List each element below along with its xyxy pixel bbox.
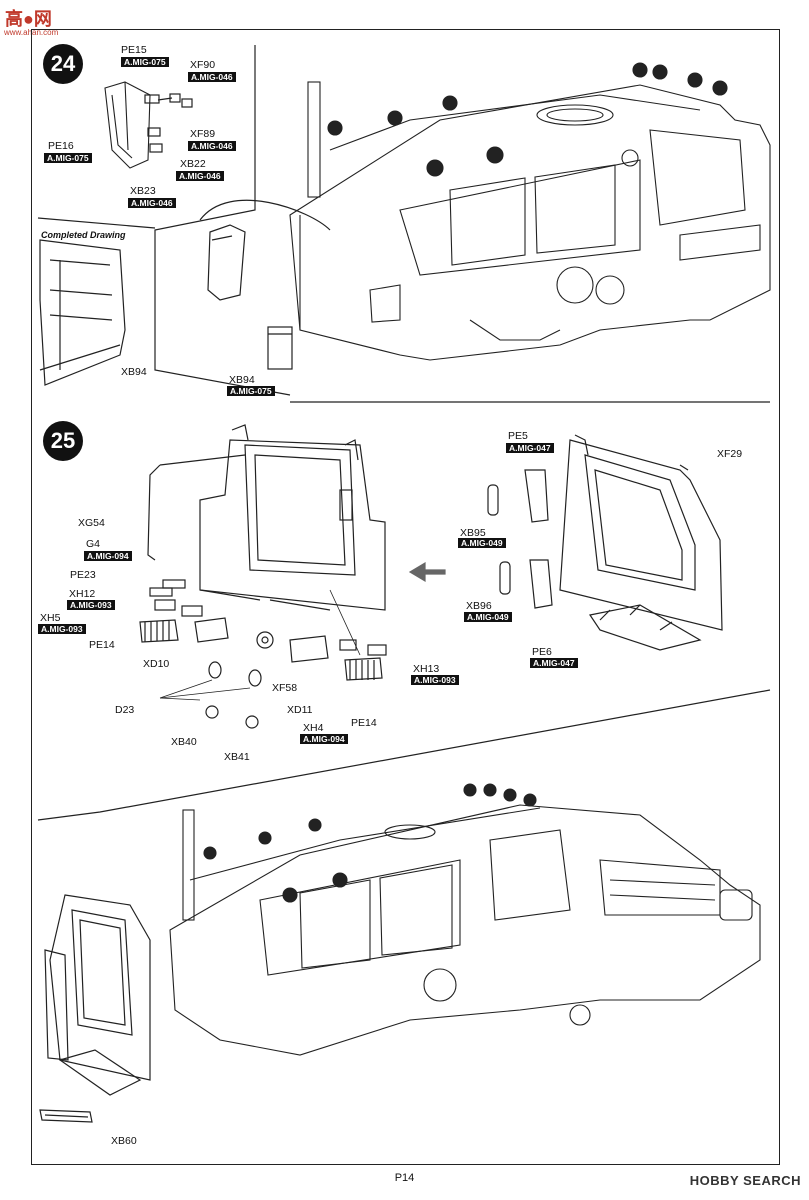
label-xb23: XB23 [130,185,156,197]
label-xd11: XD11 [287,704,313,716]
completed-drawing-border [37,217,156,229]
step-25-badge: 25 [43,421,83,461]
door-frame-main [199,424,386,611]
step24-panel-border [154,45,291,396]
label-xf58: XF58 [272,682,298,694]
code-xf90: A.MIG-046 [188,72,236,82]
label-pe14-left: PE14 [89,639,115,651]
code-xh5: A.MIG-093 [38,624,86,634]
label-d23: D23 [115,704,135,716]
label-pe14-right: PE14 [351,717,377,729]
label-pe15: PE15 [121,44,147,56]
page-number: P14 [394,1172,415,1184]
completed-drawing-caption: Completed Drawing [41,230,126,240]
label-xb40: XB40 [171,736,197,748]
code-xb96: A.MIG-049 [464,612,512,622]
label-xb95: XB95 [460,527,486,539]
code-xb23: A.MIG-046 [128,198,176,208]
label-xg54: XG54 [78,517,105,529]
code-xf89: A.MIG-046 [188,141,236,151]
brand-watermark: HOBBY SEARCH [689,1173,801,1188]
label-xd10: XD10 [143,658,170,670]
code-pe16: A.MIG-075 [44,153,92,163]
xb94-part [199,199,331,370]
code-pe6: A.MIG-047 [530,658,578,668]
label-xf89: XF89 [190,128,216,140]
step25-panel-bottom [37,689,771,821]
code-g4: A.MIG-094 [84,551,132,561]
code-xb94: A.MIG-075 [227,386,275,396]
code-xh13: A.MIG-093 [411,675,459,685]
vehicle-body-top [289,62,771,361]
label-xh4: XH4 [303,722,324,734]
label-g4: G4 [86,538,101,550]
code-xb22: A.MIG-046 [176,171,224,181]
label-pe23: PE23 [70,569,96,581]
xg54-rod [147,464,161,561]
pe15-bracket [104,81,151,169]
code-pe15: A.MIG-075 [121,57,169,67]
label-xb94-left: XB94 [121,366,147,378]
step25-small-parts [139,579,387,729]
code-xh12: A.MIG-093 [67,600,115,610]
label-xh5: XH5 [40,612,61,624]
leader-lines-25 [159,589,361,701]
door-bottom-left [39,894,151,1123]
label-xh13: XH13 [413,663,440,675]
label-pe16: PE16 [48,140,74,152]
label-xf29: XF29 [717,448,743,460]
completed-drawing-detail [39,239,126,386]
label-xb96: XB96 [466,600,492,612]
door-right-xf29 [559,434,723,651]
code-xh4: A.MIG-094 [300,734,348,744]
pe5-pe6-parts [487,469,553,609]
label-xf90: XF90 [190,59,216,71]
label-xb22: XB22 [180,158,206,170]
page-frame [31,29,780,1165]
step-24-badge: 24 [43,44,83,84]
code-pe5: A.MIG-047 [506,443,554,453]
label-xb94: XB94 [229,374,255,386]
label-xb41: XB41 [224,751,250,763]
label-xh12: XH12 [69,588,96,600]
small-parts-24 [144,93,193,153]
direction-arrow [408,561,446,583]
label-pe5: PE5 [508,430,528,442]
label-xb60: XB60 [111,1135,137,1147]
watermark-logo: 高●网 [5,9,52,29]
label-pe6: PE6 [532,646,552,658]
vehicle-body-bottom [169,783,761,1056]
code-xb95: A.MIG-049 [458,538,506,548]
